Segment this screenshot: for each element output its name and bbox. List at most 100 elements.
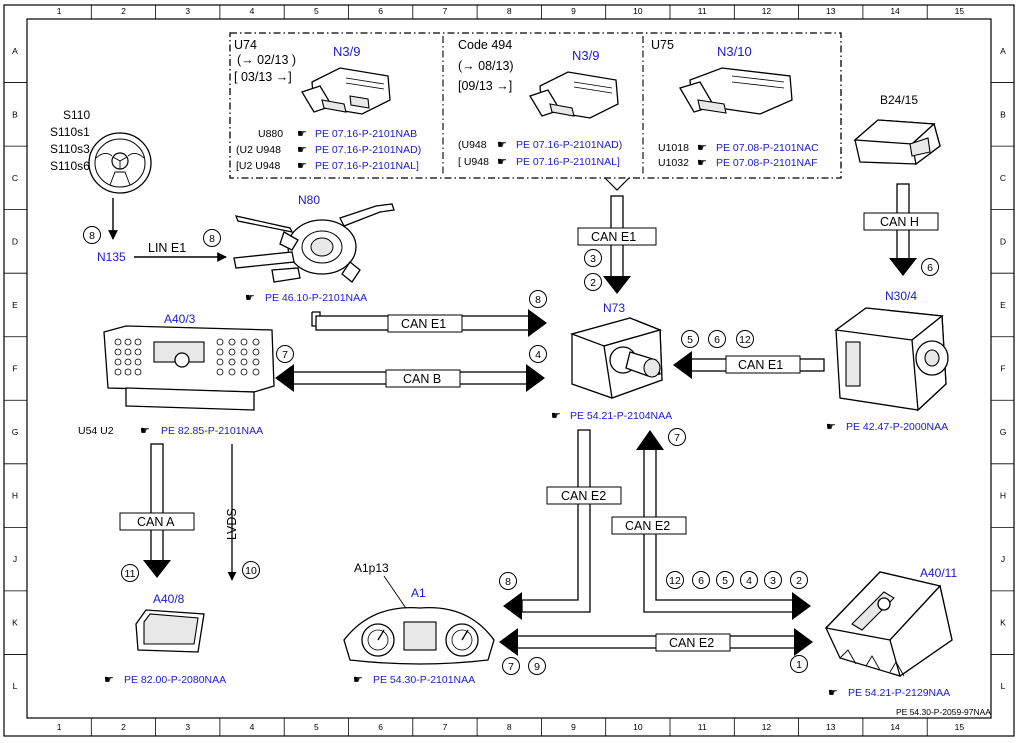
can-h-label: CAN H <box>880 215 919 229</box>
n304-drawing <box>834 307 949 412</box>
a1-label: A1 <box>411 586 426 600</box>
u75-ref-1[interactable]: PE 07.08-P-2101NAF <box>716 157 818 169</box>
b2415-drawing <box>853 119 941 166</box>
signal-number-c12_r: 12 <box>736 330 754 348</box>
grid-col-label: 5 <box>314 6 319 16</box>
book-icon: ☛ <box>497 155 507 168</box>
s110-line-1: S110s1 <box>50 125 90 139</box>
can-e1-right-label-box <box>725 355 801 374</box>
can-e1-top-label: CAN E1 <box>591 230 636 244</box>
grid-col-label: 8 <box>507 6 512 16</box>
a4011-label: A40/11 <box>920 566 957 580</box>
signal-number-c6_b: 6 <box>692 571 710 589</box>
u75-ref-pre-1: U1032 <box>658 157 689 169</box>
grid-row-label: E <box>12 300 18 310</box>
grid-row-label: D <box>12 236 18 246</box>
svg-text:5: 5 <box>687 334 693 346</box>
can-a-bar <box>150 443 164 563</box>
s110-line-3: S110s6 <box>50 159 90 173</box>
signal-number-c10_lvds: 10 <box>242 561 260 579</box>
grid-col-label: 5 <box>314 722 319 732</box>
u74-refs: U880 (U2 U948 [U2 U948 ☛ ☛ ☛ PE 07.16-P-… <box>236 127 421 172</box>
n304-label: N30/4 <box>885 289 917 303</box>
u75-ref-pre-0: U1018 <box>658 142 689 154</box>
can-e2-up-label-box <box>611 516 687 535</box>
c494-component-label: N3/9 <box>572 48 599 63</box>
a1-ref-link[interactable]: PE 54.30-P-2101NAA <box>373 674 475 686</box>
svg-text:8: 8 <box>505 576 511 588</box>
u75-ref-0[interactable]: PE 07.08-P-2101NAC <box>716 142 819 154</box>
a403-ref-link[interactable]: PE 82.85-P-2101NAA <box>161 425 263 437</box>
book-icon: ☛ <box>104 673 114 686</box>
can-e2-bottom-label: CAN E2 <box>669 636 714 650</box>
c494-refs: (U948 [ U948 ☛ ☛ PE 07.16-P-2101NAD) PE … <box>458 138 622 168</box>
grid-col-label: 8 <box>507 722 512 732</box>
signal-number-c7_n73: 7 <box>668 428 686 446</box>
svg-text:7: 7 <box>674 432 680 444</box>
grid-col-label: 4 <box>250 722 255 732</box>
grid-col-label: 9 <box>571 6 576 16</box>
can-a-label: CAN A <box>137 515 175 529</box>
signal-number-c4_canb: 4 <box>529 345 547 363</box>
can-e1-top-arrowhead <box>603 276 631 294</box>
book-icon: ☛ <box>140 424 150 437</box>
grid-row-label: D <box>1000 236 1006 246</box>
svg-text:6: 6 <box>714 334 720 346</box>
u74-date1: (→ 02/13 ) <box>237 53 296 67</box>
book-icon: ☛ <box>297 127 307 140</box>
u74-ref-2[interactable]: PE 07.16-P-2101NAL] <box>315 160 419 172</box>
grid-row-label: F <box>12 364 17 374</box>
grid-col-label: 11 <box>698 722 707 732</box>
grid-row-label: A <box>1000 46 1006 56</box>
grid-col-label: 9 <box>571 722 576 732</box>
signal-number-c8_lin: 8 <box>203 229 221 247</box>
inner-frame <box>26 18 992 719</box>
n73-ref-link[interactable]: PE 54.21-P-2104NAA <box>570 410 672 422</box>
svg-text:12: 12 <box>669 575 681 587</box>
n80-ref-link[interactable]: PE 46.10-P-2101NAA <box>265 292 367 304</box>
n80-ref: ☛ PE 46.10-P-2101NAA <box>245 291 367 304</box>
u74-ref-1[interactable]: PE 07.16-P-2101NAD) <box>315 144 421 156</box>
can-e1-top-label-box <box>577 227 657 246</box>
svg-text:4: 4 <box>535 349 541 361</box>
can-a-label-box <box>119 512 195 531</box>
grid-col-label: 3 <box>185 722 190 732</box>
svg-text:5: 5 <box>722 575 728 587</box>
n304-ref-link[interactable]: PE 42.47-P-2000NAA <box>846 421 948 433</box>
signal-number-c5_r: 5 <box>681 330 699 348</box>
book-icon: ☛ <box>297 159 307 172</box>
s110-line-2: S110s3 <box>50 142 90 156</box>
svg-text:8: 8 <box>89 230 95 242</box>
grid-col-label: 6 <box>378 6 383 16</box>
c494-ref-pre-1: [ U948 <box>458 156 489 168</box>
can-h-label-box <box>863 212 939 231</box>
c494-ref-0[interactable]: PE 07.16-P-2101NAD) <box>516 139 622 151</box>
n73-label: N73 <box>603 301 625 315</box>
svg-text:7: 7 <box>282 349 288 361</box>
c494-ref-1[interactable]: PE 07.16-P-2101NAL] <box>516 156 620 168</box>
grid-col-label: 11 <box>698 6 707 16</box>
u74-ref-pre-0: U880 <box>258 128 283 140</box>
signal-number-c3_top: 3 <box>584 249 602 267</box>
can-e1-right-arrowhead <box>673 351 692 379</box>
signal-number-c7_canb: 7 <box>276 345 294 363</box>
grid-col-label: 13 <box>826 6 836 16</box>
a408-ref-link[interactable]: PE 82.00-P-2080NAA <box>124 674 226 686</box>
signal-number-c9_a1: 9 <box>528 657 546 675</box>
n73-ref: ☛ PE 54.21-P-2104NAA <box>551 409 672 422</box>
a403-label: A40/3 <box>164 312 196 326</box>
can-e2-up-arrowhead <box>636 430 664 450</box>
a4011-ref-link[interactable]: PE 54.21-P-2129NAA <box>848 687 950 699</box>
grid-col-label: 14 <box>890 6 900 16</box>
svg-text:8: 8 <box>535 294 541 306</box>
can-e2-bottom-label-box <box>655 633 731 652</box>
grid-row-label: A <box>12 46 18 56</box>
u74-ref-0[interactable]: PE 07.16-P-2101NAB <box>315 128 417 140</box>
svg-text:2: 2 <box>590 277 596 289</box>
a4011-ref: ☛ PE 54.21-P-2129NAA <box>828 686 950 699</box>
book-icon: ☛ <box>353 673 363 686</box>
signal-number-c2_top: 2 <box>584 273 602 291</box>
grid-row-label: B <box>12 109 18 119</box>
